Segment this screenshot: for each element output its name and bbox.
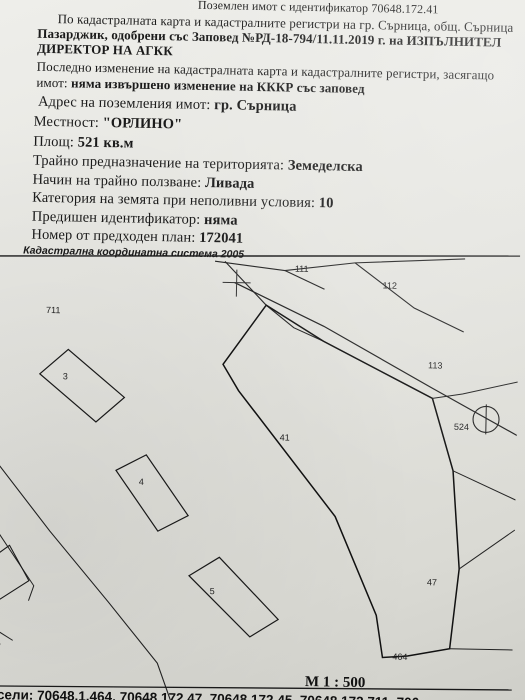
boundary-47-top [458, 529, 516, 570]
building-6 [0, 544, 30, 601]
parcel-label-47: 47 [427, 577, 437, 587]
building-label-5: 5 [210, 586, 215, 596]
building-4 [115, 454, 190, 532]
boundary-parcel-45 [0, 624, 13, 641]
boundary-111-112 [284, 270, 325, 290]
boundary-464-top [449, 648, 513, 651]
parcel-label-111: 111 [295, 264, 309, 274]
parcel-label-464: 464 [392, 652, 407, 662]
building-label-4: 4 [139, 477, 144, 487]
boundary-524-lower [452, 470, 516, 501]
map-frame-bottom [0, 685, 512, 691]
boundary-112-113 [354, 262, 464, 333]
street-lower-edge [234, 282, 522, 439]
survey-point-tick [485, 404, 487, 435]
building-3 [38, 348, 126, 423]
survey-cross-v [235, 269, 238, 297]
parcel-label-113: 113 [428, 360, 443, 370]
boundary-parcel-6 [0, 519, 35, 601]
parcel-label-112: 112 [382, 280, 397, 290]
building-label-3: 3 [63, 371, 68, 381]
map-frame-top [0, 255, 521, 257]
parcel-label-45: 45 [0, 638, 1, 648]
map-scale: М 1 : 500 [305, 674, 366, 691]
parcel-41-boundary [222, 304, 460, 659]
parcel-label-711: 711 [46, 305, 61, 315]
parcel-label-41: 41 [280, 432, 290, 442]
boundary-711-lower [0, 454, 173, 700]
street-upper-edge [224, 260, 433, 399]
boundary-524 [432, 381, 518, 399]
building-5 [188, 556, 280, 638]
parcel-label-524: 524 [454, 422, 469, 432]
boundary-111-top [214, 258, 466, 272]
